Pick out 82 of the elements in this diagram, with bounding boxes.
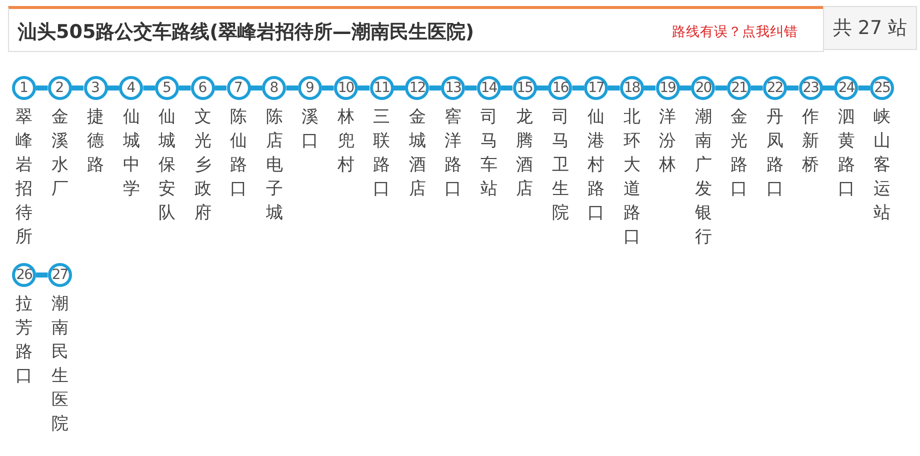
station-name: 翠峰岩招待所: [15, 106, 33, 249]
route-connector: [751, 86, 763, 90]
stop-circle: 22: [762, 76, 787, 100]
station-name: 金溪水厂: [50, 106, 69, 201]
route-connector: [644, 86, 656, 90]
stop-circle: 13: [441, 76, 465, 100]
stop-circle: 11: [370, 76, 394, 100]
stop-circle: 4: [119, 76, 144, 100]
route-connector: [608, 86, 620, 90]
route-title: 汕头505路公交车路线(翠峰岩招待所—潮南民生医院): [18, 20, 474, 45]
route-connector: [680, 86, 692, 90]
stop-circle: 3: [84, 76, 108, 100]
route-connector: [536, 86, 548, 90]
stop-circle: 23: [798, 76, 822, 100]
station-name: 金城酒店: [408, 106, 426, 201]
station-name: 司马车站: [480, 106, 498, 201]
stop-circle: 5: [155, 76, 179, 100]
station-name: 金光路口: [730, 106, 748, 201]
route-connector: [858, 86, 870, 90]
station-name: 仙城中学: [122, 106, 140, 201]
route-connector: [179, 86, 191, 90]
stop-circle: 24: [834, 76, 858, 100]
station-name: 北环大道路口: [622, 106, 641, 249]
station-name: 泗黄路口: [837, 106, 856, 201]
stop-circle: 14: [476, 76, 501, 100]
stop-circle: 19: [656, 76, 680, 100]
station-name: 潮南民生医院: [50, 293, 69, 436]
station-name: 陈仙路口: [230, 106, 248, 201]
stop-circle: 8: [262, 76, 286, 100]
route-connector: [429, 86, 441, 90]
station-name: 拉芳路口: [15, 293, 33, 388]
station-name: 文光乡政府: [194, 106, 212, 225]
stop-circle: 1: [12, 76, 36, 100]
station-name: 溪口: [301, 106, 319, 153]
route-connector: [108, 86, 120, 90]
route-connector: [286, 86, 298, 90]
station-name: 峡山客运站: [873, 106, 891, 225]
route-connector: [143, 86, 155, 90]
stop-circle: 2: [48, 76, 72, 100]
stop-circle: 6: [190, 76, 215, 100]
route-connector: [394, 86, 406, 90]
stop-circle: 15: [512, 76, 536, 100]
station-name: 仙城保安队: [158, 106, 176, 225]
stop-circle: 21: [727, 76, 751, 100]
stop-circle: 17: [584, 76, 608, 100]
station-name: 龙腾酒店: [516, 106, 534, 201]
route-connector: [715, 86, 727, 90]
station-name: 洋汾林: [658, 106, 676, 177]
route-connector: [822, 86, 834, 90]
station-name: 作新桥: [802, 106, 820, 177]
stop-circle: 25: [870, 76, 894, 100]
station-name: 窖洋路口: [444, 106, 462, 201]
route-connector: [358, 86, 370, 90]
stop-circle: 7: [226, 76, 250, 100]
route-connector: [322, 86, 334, 90]
stop-circle: 26: [12, 263, 36, 287]
stop-circle: 12: [405, 76, 430, 100]
station-name: 丹凤路口: [766, 106, 784, 201]
stop-circle: 20: [691, 76, 716, 100]
route-connector: [214, 86, 226, 90]
stop-count-panel: 共 27 站: [823, 6, 917, 50]
station-name: 三联路口: [372, 106, 390, 201]
station-name: 司马卫生院: [551, 106, 570, 225]
stop-circle: 10: [334, 76, 358, 100]
stop-circle: 16: [548, 76, 572, 100]
station-name: 林兜村: [336, 106, 355, 177]
route-connector: [36, 272, 48, 278]
route-connector: [36, 86, 48, 90]
stop-circle: 18: [620, 76, 644, 100]
route-connector: [72, 86, 84, 90]
stop-circle: 9: [298, 76, 322, 100]
station-name: 捷德路: [86, 106, 104, 177]
route-connector: [572, 86, 584, 90]
station-name: 仙港村路口: [587, 106, 605, 225]
route-connector: [500, 86, 512, 90]
stop-circle: 27: [48, 263, 72, 287]
route-connector: [786, 86, 798, 90]
station-name: 潮南广发银行: [694, 106, 712, 249]
route-connector: [465, 86, 477, 90]
error-report-link: 路线有误？点我纠错: [672, 23, 798, 41]
station-name: 陈店电子城: [265, 106, 284, 225]
route-connector: [250, 86, 262, 90]
